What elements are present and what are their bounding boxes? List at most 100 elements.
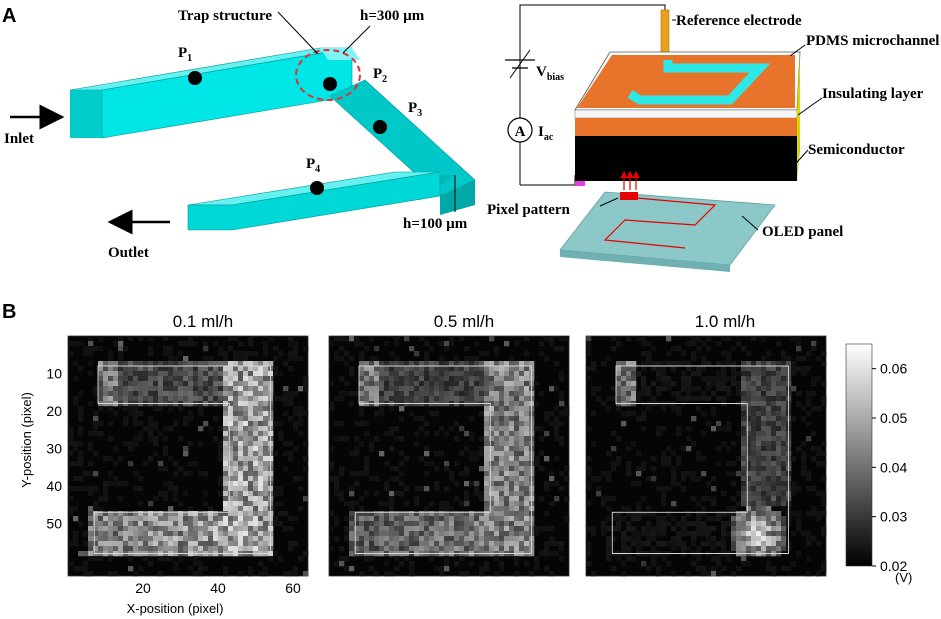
heatmap-cell <box>474 356 480 362</box>
heatmap-cell <box>148 526 154 532</box>
heatmap-cell <box>68 431 74 437</box>
heatmap-cell <box>741 421 747 427</box>
heatmap-cell <box>233 351 239 357</box>
heatmap-cell <box>741 461 747 467</box>
heatmap-cell <box>243 431 249 437</box>
heatmap-cell <box>721 521 727 527</box>
heatmap-cell <box>539 391 545 397</box>
heatmap-cell <box>73 401 79 407</box>
heatmap-cell <box>118 396 124 402</box>
heatmap-cell <box>509 526 515 532</box>
heatmap-cell <box>449 531 455 537</box>
heatmap-cell <box>158 511 164 517</box>
heatmap-cell <box>641 531 647 537</box>
heatmap-cell <box>238 441 244 447</box>
heatmap-cell <box>756 481 762 487</box>
heatmap-cell <box>766 461 772 467</box>
heatmap-cell <box>253 531 259 537</box>
heatmap-cell <box>384 461 390 467</box>
heatmap-cell <box>208 386 214 392</box>
heatmap-cell <box>514 471 520 477</box>
heatmap-cell <box>278 371 284 377</box>
heatmap-cell <box>354 531 360 537</box>
heatmap-cell <box>626 396 632 402</box>
heatmap-cell <box>429 361 435 367</box>
heatmap-cell <box>108 356 114 362</box>
heatmap-cell <box>746 506 752 512</box>
heatmap-cell <box>559 411 565 417</box>
heatmap-cell <box>93 526 99 532</box>
heatmap-cell <box>791 561 797 567</box>
heatmap-cell <box>726 376 732 382</box>
heatmap-cell <box>68 506 74 512</box>
heatmap-cell <box>278 396 284 402</box>
heatmap-cell <box>514 431 520 437</box>
heatmap-cell <box>158 376 164 382</box>
heatmap-cell <box>766 381 772 387</box>
heatmap-cell <box>173 541 179 547</box>
heatmap-cell <box>128 511 134 517</box>
heatmap-cell <box>188 391 194 397</box>
heatmap-cell <box>484 526 490 532</box>
heatmap-cell <box>454 511 460 517</box>
heatmap-cell <box>118 371 124 377</box>
heatmap-cell <box>248 451 254 457</box>
heatmap-cell <box>158 531 164 537</box>
heatmap-cell <box>278 556 284 562</box>
heatmap-cell <box>429 536 435 542</box>
heatmap-cell <box>746 526 752 532</box>
heatmap-cell <box>696 386 702 392</box>
heatmap-cell <box>449 426 455 432</box>
heatmap-cell <box>696 546 702 552</box>
heatmap-cell <box>98 541 104 547</box>
heatmap-cell <box>183 371 189 377</box>
heatmap-cell <box>706 531 712 537</box>
heatmap-cell <box>243 406 249 412</box>
heatmap-cell <box>751 446 757 452</box>
y-tick-label: 50 <box>46 516 62 532</box>
heatmap-cell <box>168 406 174 412</box>
heatmap-cell <box>656 371 662 377</box>
heatmap-cell <box>464 361 470 367</box>
heatmap-cell <box>756 486 762 492</box>
heatmap-cell <box>409 386 415 392</box>
heatmap-cell <box>424 486 430 492</box>
heatmap-cell <box>228 451 234 457</box>
heatmap-cell <box>544 431 550 437</box>
heatmap-cell <box>736 501 742 507</box>
heatmap-cell <box>153 546 159 552</box>
heatmap-cell <box>243 486 249 492</box>
heatmap-cell <box>811 506 817 512</box>
heatmap-cell <box>766 476 772 482</box>
heatmap-cell <box>721 511 727 517</box>
heatmap-cell <box>283 361 289 367</box>
heatmap-cell <box>198 406 204 412</box>
heatmap-cell <box>208 511 214 517</box>
heatmap-cell <box>534 401 540 407</box>
heatmap-cell <box>801 406 807 412</box>
heatmap-cell <box>791 456 797 462</box>
heatmap-cell <box>248 381 254 387</box>
ammeter-symbol: A <box>515 124 526 140</box>
heatmap-cell <box>539 341 545 347</box>
heatmap-cell <box>429 366 435 372</box>
heatmap-cell <box>118 526 124 532</box>
heatmap-cell <box>459 511 465 517</box>
heatmap-cell <box>716 561 722 567</box>
heatmap-cell <box>223 451 229 457</box>
heatmap-cell <box>354 511 360 517</box>
heatmap-cell <box>676 426 682 432</box>
heatmap-cell <box>586 341 592 347</box>
heatmap-cell <box>389 371 395 377</box>
heatmap-cell <box>359 541 365 547</box>
heatmap-cell <box>554 346 560 352</box>
heatmap-cell <box>766 506 772 512</box>
heatmap-cell <box>731 381 737 387</box>
heatmap-cell <box>686 436 692 442</box>
heatmap-cell <box>389 531 395 537</box>
heatmap-cell <box>98 556 104 562</box>
heatmap-cell <box>183 491 189 497</box>
heatmap-cell <box>73 396 79 402</box>
heatmap-cell <box>419 416 425 422</box>
heatmap-cell <box>454 461 460 467</box>
